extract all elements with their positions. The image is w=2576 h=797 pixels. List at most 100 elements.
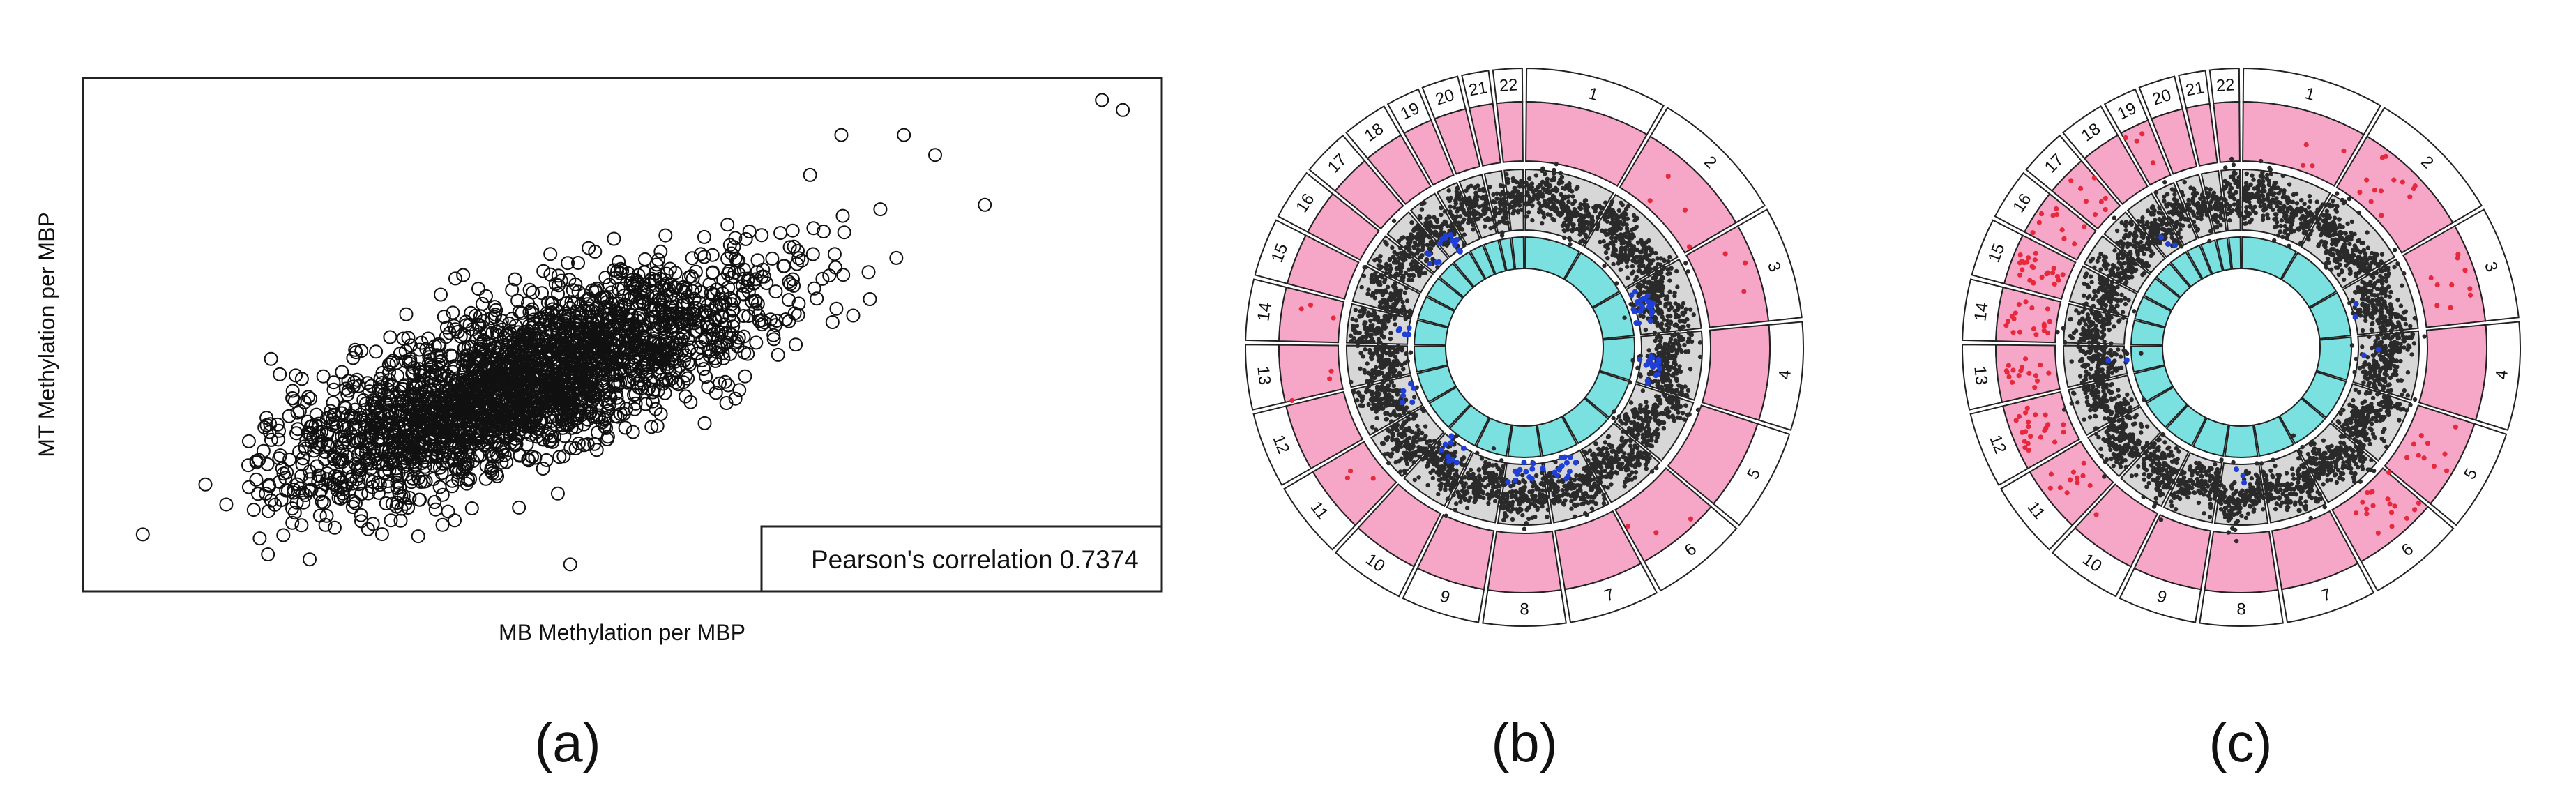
methylation-point: [1601, 501, 1607, 506]
methylation-point: [1647, 252, 1652, 258]
methylation-point: [1618, 418, 1623, 423]
methylation-point: [1639, 262, 1644, 268]
scatter-point: [427, 495, 442, 509]
methylation-point: [1537, 492, 1543, 496]
methylation-point: [1603, 200, 1608, 205]
scatter-point: [273, 367, 287, 381]
scatter-point: [828, 260, 842, 275]
methylation-point: [1461, 455, 1467, 460]
methylation-point: [1444, 482, 1448, 487]
scatter-point: [378, 466, 393, 480]
methylation-point: [1510, 517, 1515, 522]
methylation-point: [1596, 222, 1601, 227]
methylation-point: [1379, 384, 1385, 389]
methylation-point: [1578, 216, 1583, 221]
methylation-point: [1558, 170, 1563, 176]
methylation-point: [1685, 412, 1690, 418]
methylation-point: [1375, 396, 1381, 402]
methylation-point: [1667, 307, 1672, 312]
scatter-point: [834, 128, 849, 142]
scatter-point: [379, 496, 393, 510]
methylation-point: [1383, 395, 1388, 400]
methylation-point: [1602, 217, 1607, 222]
scatter-point: [1116, 103, 1130, 117]
scatter-point: [264, 351, 278, 366]
scatter-point: [262, 425, 277, 439]
methylation-point: [1674, 406, 1679, 411]
methylation-point: [1359, 395, 1364, 400]
scatter-point: [326, 382, 341, 397]
methylation-point: [1667, 278, 1672, 283]
methylation-point: [1673, 338, 1678, 343]
methylation-point: [1483, 476, 1487, 480]
methylation-point: [1661, 391, 1666, 396]
methylation-point: [1580, 478, 1585, 483]
methylation-point: [1560, 493, 1565, 498]
scatter-point: [539, 453, 554, 467]
scatter-point: [289, 368, 303, 383]
methylation-point: [1631, 456, 1636, 462]
scatter-point: [471, 282, 485, 296]
methylation-point: [1550, 217, 1555, 222]
methylation-point: [1666, 326, 1672, 331]
methylation-point: [1395, 349, 1400, 355]
methylation-point: [1412, 435, 1417, 440]
methylation-point: [1566, 206, 1571, 211]
methylation-point: [1613, 450, 1619, 455]
methylation-point: [1384, 437, 1389, 442]
methylation-point: [1638, 249, 1644, 254]
methylation-point: [1401, 367, 1406, 372]
methylation-point: [1667, 289, 1672, 294]
methylation-point: [1359, 398, 1365, 404]
methylation-point: [1697, 340, 1703, 345]
methylation-point: [1614, 471, 1620, 476]
scatter-point: [434, 287, 448, 302]
methylation-point: [1541, 215, 1547, 220]
methylation-point: [1636, 268, 1641, 273]
methylation-point: [1653, 439, 1659, 444]
methylation-point: [1545, 507, 1551, 513]
methylation-point: [1402, 439, 1407, 444]
scatter-point: [719, 396, 734, 410]
scatter-point: [535, 286, 549, 301]
methylation-point: [1619, 435, 1625, 441]
scatter-point: [303, 483, 318, 497]
methylation-point: [1535, 505, 1540, 510]
methylation-point: [1679, 337, 1683, 343]
methylation-point: [1636, 450, 1641, 455]
methylation-point: [1602, 484, 1607, 489]
methylation-point: [1539, 220, 1545, 226]
methylation-point: [1504, 504, 1510, 509]
methylation-point: [1620, 443, 1626, 448]
methylation-point: [1542, 494, 1547, 500]
methylation-point: [1662, 342, 1667, 347]
scatter-point: [435, 487, 450, 502]
methylation-point: [1695, 407, 1701, 413]
methylation-point: [1626, 462, 1631, 466]
scatter-point: [750, 296, 765, 311]
scatter-point: [835, 208, 850, 223]
methylation-point: [1499, 504, 1503, 509]
scatter-point: [749, 335, 764, 350]
methylation-point: [1415, 423, 1420, 429]
methylation-point: [1598, 211, 1603, 216]
methylation-point: [1651, 266, 1657, 271]
methylation-point: [1563, 185, 1569, 190]
scatter-point: [365, 517, 380, 531]
methylation-point: [1672, 418, 1676, 423]
methylation-point: [1577, 222, 1583, 227]
methylation-point: [1554, 162, 1559, 167]
scatter-point: [658, 386, 672, 400]
methylation-point: [1620, 429, 1626, 434]
methylation-point: [1673, 301, 1678, 306]
methylation-point: [1586, 481, 1591, 486]
methylation-point: [1423, 424, 1428, 429]
methylation-point: [1416, 475, 1421, 480]
methylation-point: [1540, 476, 1545, 481]
methylation-point: [1651, 412, 1656, 417]
methylation-point: [1549, 206, 1554, 211]
methylation-point: [1442, 466, 1447, 471]
methylation-point: [1670, 333, 1675, 337]
scatter-point: [564, 295, 579, 310]
methylation-point: [1651, 407, 1656, 413]
